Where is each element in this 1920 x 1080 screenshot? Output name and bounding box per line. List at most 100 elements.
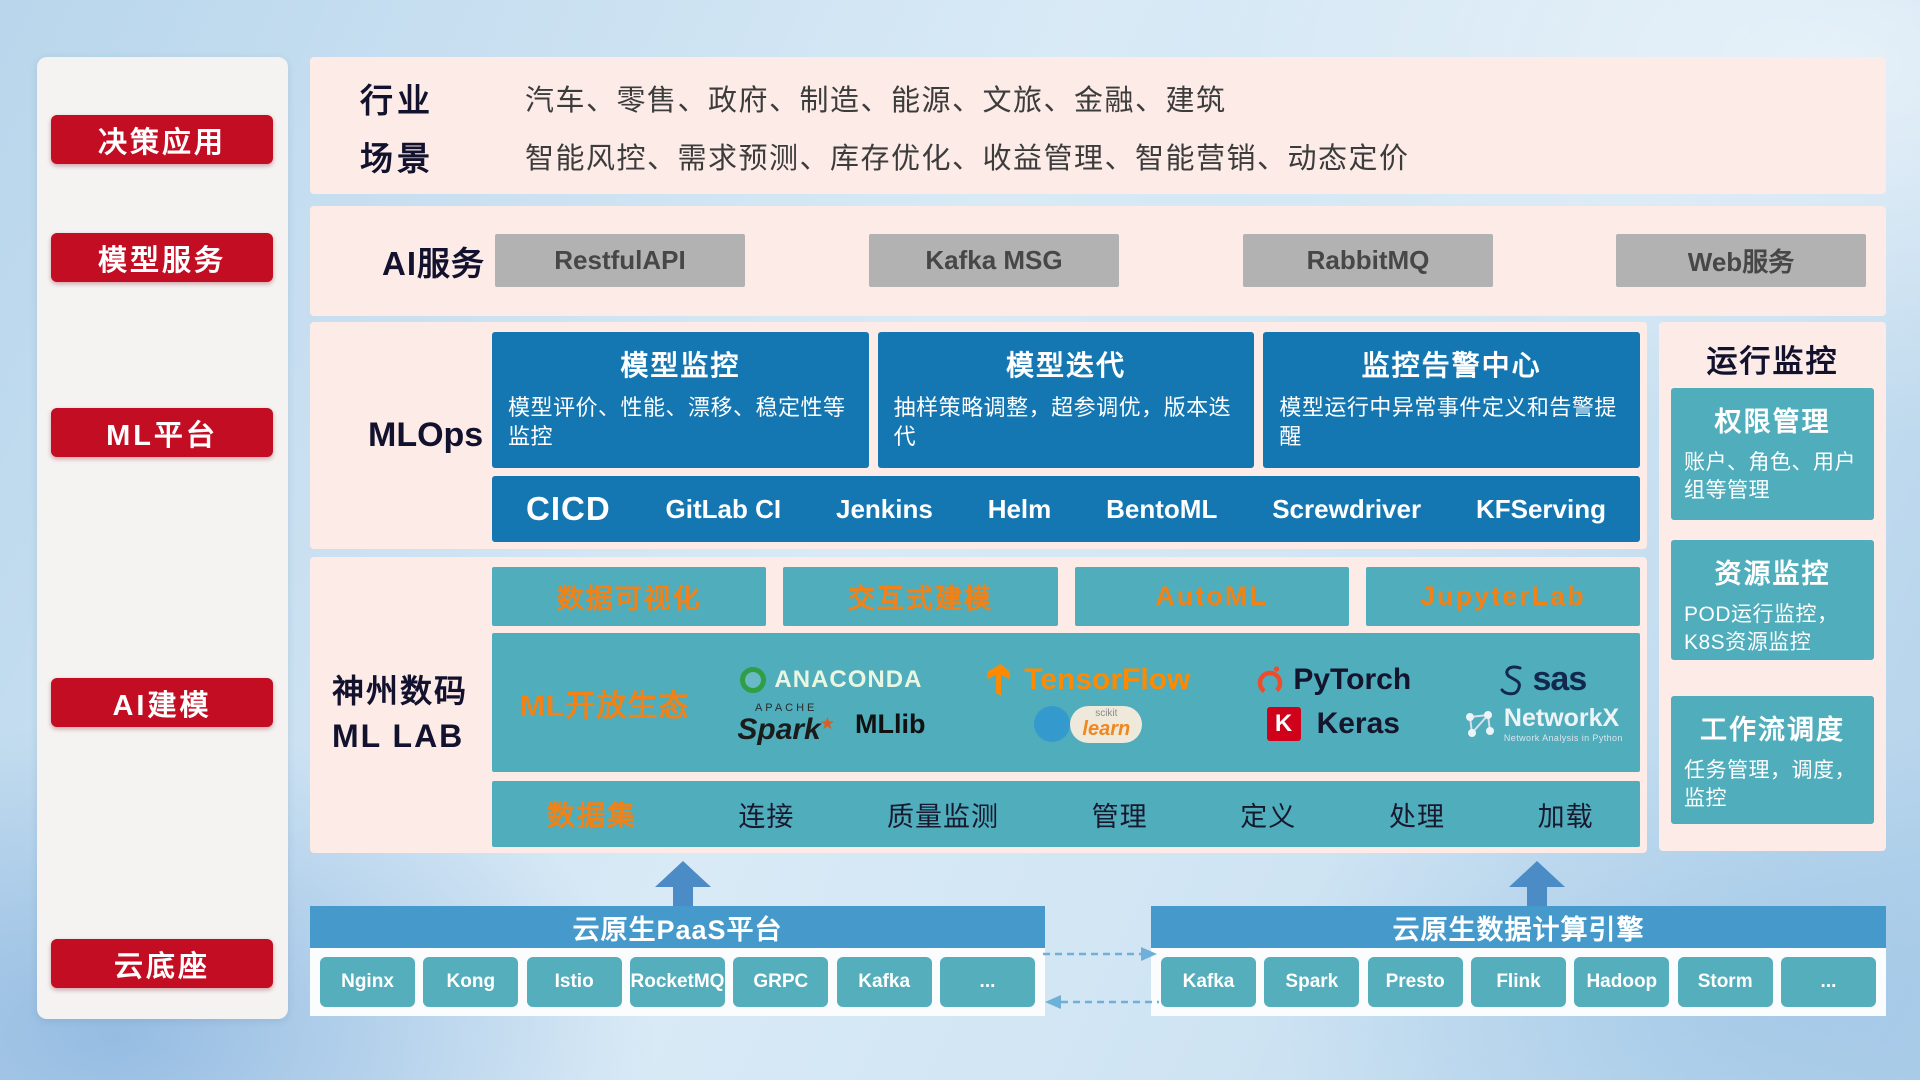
scikit-caption: scikit — [1095, 707, 1118, 719]
keras-wordmark: Keras — [1316, 707, 1400, 740]
mlops-label: MLOps — [368, 416, 484, 454]
nginx-chip[interactable]: Nginx — [320, 957, 415, 1007]
kafka-msg-button[interactable]: Kafka MSG — [869, 234, 1119, 287]
automl-button[interactable]: AutoML — [1074, 567, 1349, 626]
card-desc: 任务管理，调度，监控 — [1684, 759, 1856, 811]
web-service-button[interactable]: Web服务 — [1616, 234, 1866, 287]
dataset-item-load: 加载 — [1537, 801, 1594, 832]
spark-star-icon: ★ — [819, 714, 835, 733]
industry-label: 行业 — [360, 82, 434, 119]
spark-mllib-logo: APACHE Spark ★ MLlib — [700, 703, 963, 745]
up-arrow-icon — [655, 861, 711, 906]
card-desc: 抽样策略调整，超参调优，版本迭代 — [893, 395, 1232, 450]
kong-chip[interactable]: Kong — [423, 957, 519, 1007]
mllib-wordmark: MLlib — [855, 708, 926, 739]
paas-platform-title: 云原生PaaS平台 — [572, 914, 783, 945]
dataset-bar: 数据集 连接 质量监测 管理 定义 处理 加载 — [492, 781, 1640, 847]
more-chip[interactable]: ... — [939, 957, 1035, 1007]
sidebar-item-label: 模型服务 — [97, 244, 226, 277]
flink-chip[interactable]: Flink — [1470, 957, 1566, 1007]
mlops-cards: 模型监控 模型评价、性能、漂移、稳定性等监控 模型迭代 抽样策略调整，超参调优，… — [492, 332, 1641, 468]
istio-chip[interactable]: Istio — [526, 957, 622, 1007]
sidebar-item-ml-platform[interactable]: ML平台 — [51, 408, 273, 457]
dataset-item-define: 定义 — [1240, 801, 1297, 832]
data-engine-bar: 云原生数据计算引擎 — [1151, 906, 1886, 948]
more-chip[interactable]: ... — [1780, 957, 1876, 1007]
apache-caption: APACHE — [754, 702, 818, 714]
industry-scenario-panel: 行业 汽车、零售、政府、制造、能源、文旅、金融、建筑 场景 智能风控、需求预测、… — [310, 57, 1886, 194]
cicd-item-kfserving: KFServing — [1475, 493, 1606, 524]
cicd-label: CICD — [526, 490, 611, 527]
dataset-item-manage: 管理 — [1091, 801, 1148, 832]
card-desc: 模型运行中异常事件定义和告警提醒 — [1279, 395, 1617, 450]
anaconda-icon — [740, 666, 767, 693]
cicd-item-jenkins: Jenkins — [835, 493, 933, 524]
rocketmq-chip[interactable]: RocketMQ — [629, 957, 725, 1007]
cicd-item-gitlab-ci: GitLab CI — [665, 493, 782, 524]
spark-chip[interactable]: Spark — [1264, 957, 1360, 1007]
up-arrow-icon — [1509, 861, 1565, 906]
dataset-label: 数据集 — [546, 800, 637, 831]
mllab-label-line2: ML LAB — [332, 718, 465, 755]
card-title: 模型监控 — [620, 350, 741, 381]
scikit-learn-icon — [1034, 706, 1071, 742]
interactive-modeling-button[interactable]: 交互式建模 — [783, 567, 1058, 626]
cicd-item-helm: Helm — [987, 493, 1052, 524]
pytorch-wordmark: PyTorch — [1293, 662, 1412, 696]
scikit-learn-wordmark: scikit learn — [1070, 705, 1143, 743]
model-iteration-card: 模型迭代 抽样策略调整，超参调优，版本迭代 — [877, 332, 1255, 468]
networkx-icon — [1465, 711, 1494, 737]
jupyterlab-button[interactable]: JupyterLab — [1365, 567, 1640, 626]
anaconda-wordmark: ANACONDA — [774, 665, 923, 693]
rabbitmq-button[interactable]: RabbitMQ — [1243, 234, 1493, 287]
operation-monitor-title: 运行监控 — [1706, 344, 1839, 379]
kafka-chip[interactable]: Kafka — [836, 957, 932, 1007]
model-monitoring-card: 模型监控 模型评价、性能、漂移、稳定性等监控 — [492, 332, 869, 468]
sidebar-item-decision-apps[interactable]: 决策应用 — [51, 115, 273, 164]
paas-components: Nginx Kong Istio RocketMQ GRPC Kafka ... — [310, 948, 1045, 1016]
alert-center-card: 监控告警中心 模型运行中异常事件定义和告警提醒 — [1263, 332, 1641, 468]
card-title: 权限管理 — [1714, 407, 1831, 437]
sas-logo: sas — [1453, 660, 1632, 699]
sidebar: 决策应用 模型服务 ML平台 AI建模 云底座 — [37, 57, 288, 1019]
scenario-line: 场景 智能风控、需求预测、库存优化、收益管理、智能营销、动态定价 — [360, 131, 1886, 181]
learn-wordmark: learn — [1082, 717, 1131, 740]
dataset-item-connect: 连接 — [738, 801, 795, 832]
tensorflow-wordmark: TensorFlow — [1024, 662, 1191, 696]
cicd-item-bentoml: BentoML — [1106, 493, 1218, 524]
card-title: 监控告警中心 — [1361, 350, 1542, 381]
networkx-subtitle: Network Analysis in Python — [1503, 733, 1623, 744]
sidebar-item-label: 云底座 — [113, 950, 210, 983]
presto-chip[interactable]: Presto — [1367, 957, 1463, 1007]
grpc-chip[interactable]: GRPC — [733, 957, 829, 1007]
sidebar-item-cloud-base[interactable]: 云底座 — [51, 939, 273, 988]
kafka-chip[interactable]: Kafka — [1161, 957, 1256, 1007]
dataset-item-quality: 质量监测 — [886, 801, 999, 832]
sidebar-item-label: AI建模 — [112, 689, 212, 722]
hadoop-chip[interactable]: Hadoop — [1574, 957, 1670, 1007]
sas-icon — [1500, 665, 1521, 695]
networkx-logo: NetworkX Network Analysis in Python — [1453, 704, 1632, 743]
sidebar-item-label: 决策应用 — [97, 126, 226, 159]
ai-service-label: AI服务 — [382, 245, 485, 282]
sidebar-item-ai-modeling[interactable]: AI建模 — [51, 678, 273, 727]
tensorflow-logo: TensorFlow — [963, 663, 1214, 697]
sas-wordmark: sas — [1532, 660, 1588, 698]
scenario-label: 场景 — [360, 140, 434, 177]
card-title: 工作流调度 — [1700, 715, 1845, 745]
keras-logo: K Keras — [1214, 707, 1453, 741]
data-engine-components: Kafka Spark Presto Flink Hadoop Storm ..… — [1151, 948, 1886, 1016]
sidebar-item-model-service[interactable]: 模型服务 — [51, 233, 273, 282]
mlops-panel: MLOps 模型监控 模型评价、性能、漂移、稳定性等监控 模型迭代 抽样策略调整… — [310, 322, 1647, 549]
industry-line: 行业 汽车、零售、政府、制造、能源、文旅、金融、建筑 — [360, 73, 1886, 123]
mllab-tools-row: 数据可视化 交互式建模 AutoML JupyterLab — [492, 567, 1640, 626]
data-visualization-button[interactable]: 数据可视化 — [492, 567, 767, 626]
ai-service-panel: AI服务 RestfulAPI Kafka MSG RabbitMQ Web服务 — [310, 206, 1886, 316]
pytorch-logo: PyTorch — [1214, 663, 1453, 697]
card-desc: 模型评价、性能、漂移、稳定性等监控 — [508, 395, 846, 450]
ml-ecosystem-label: ML开放生态 — [520, 689, 690, 723]
storm-chip[interactable]: Storm — [1677, 957, 1773, 1007]
spark-wordmark: Spark — [737, 713, 821, 746]
restfulapi-button[interactable]: RestfulAPI — [495, 234, 745, 287]
